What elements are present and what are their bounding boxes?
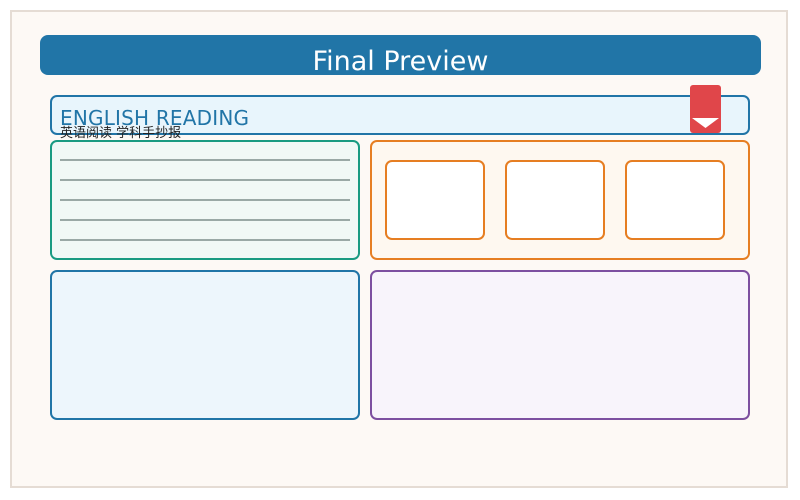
title-bar: Final Preview	[40, 35, 761, 77]
vocabulary-card	[625, 160, 725, 240]
bookmark-icon	[690, 85, 721, 133]
writing-line	[60, 199, 350, 201]
vocabulary-card	[385, 160, 485, 240]
writing-line	[60, 239, 350, 241]
header-english-title: ENGLISH READING	[60, 106, 250, 130]
header-chinese-subtitle: 英语阅读 学科手抄报	[60, 126, 182, 141]
purple-content-panel	[370, 270, 750, 420]
writing-line	[60, 179, 350, 181]
blue-content-panel	[50, 270, 360, 420]
vocabulary-card	[505, 160, 605, 240]
header-banner	[50, 95, 750, 135]
writing-line	[60, 219, 350, 221]
page-title: Final Preview	[312, 46, 489, 77]
writing-line	[60, 159, 350, 161]
